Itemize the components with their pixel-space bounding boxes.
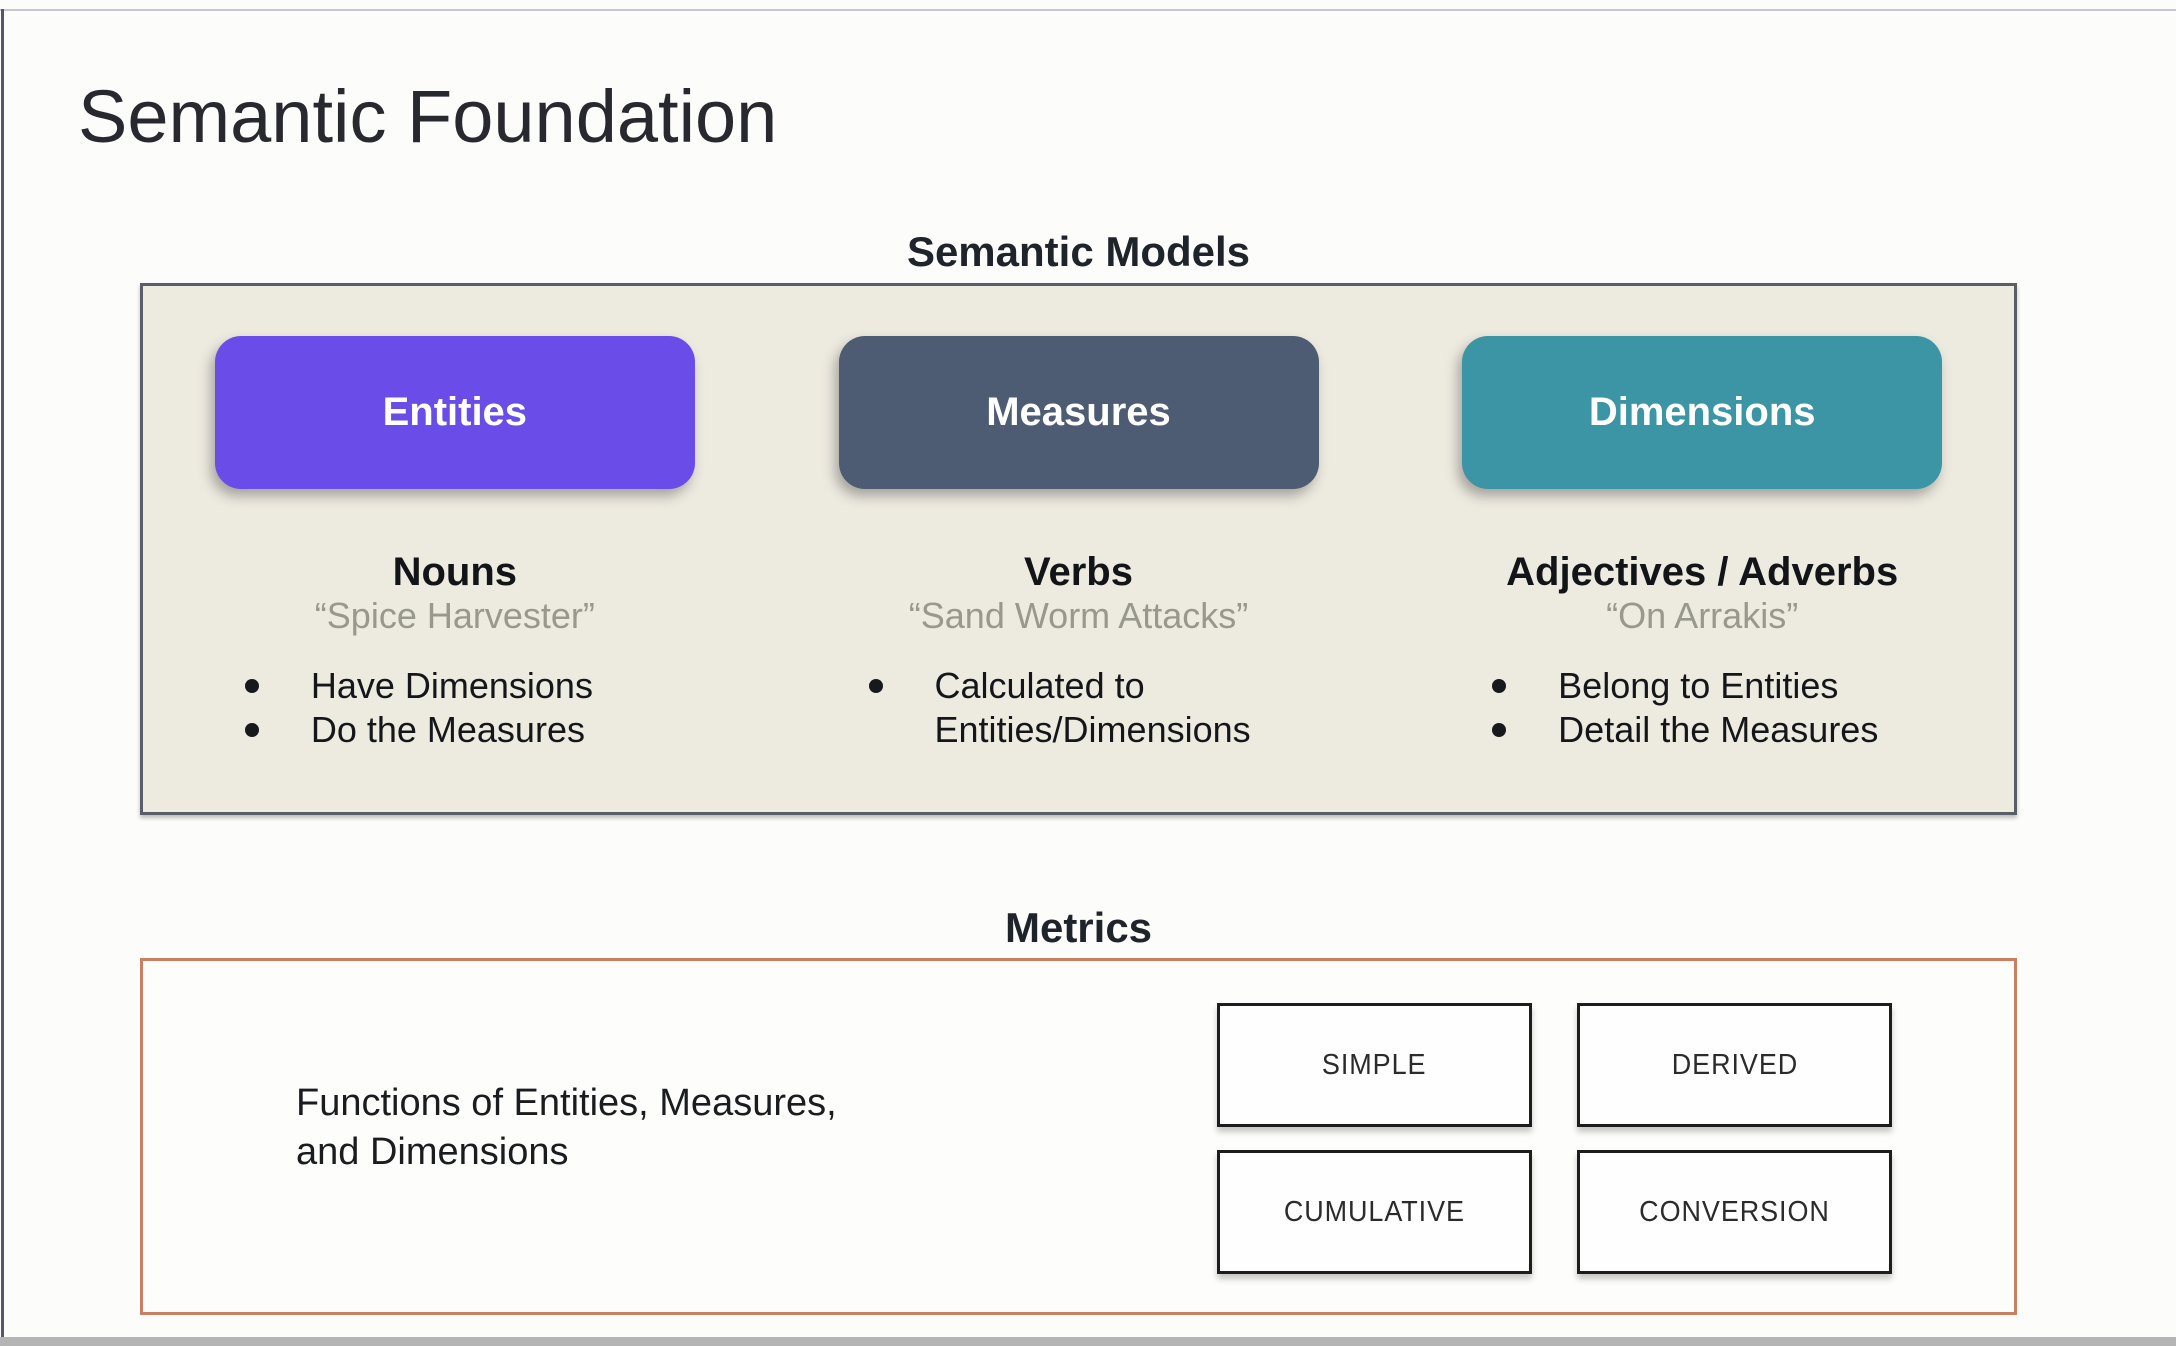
entities-part-of-speech: Nouns — [392, 550, 518, 594]
entities-column: Entities Nouns “Spice Harvester” Have Di… — [143, 286, 767, 812]
list-item: Belong to Entities — [1492, 664, 1912, 708]
measures-pill: Measures — [838, 336, 1319, 489]
metrics-description-line: Functions of Entities, Measures, — [296, 1082, 837, 1124]
window-frame-top — [0, 9, 2176, 11]
metric-box-label: CONVERSION — [1639, 1195, 1830, 1228]
entities-example: “Spice Harvester” — [314, 595, 595, 636]
list-item: Do the Measures — [245, 708, 665, 752]
metric-box-simple: SIMPLE — [1217, 1003, 1532, 1127]
measures-part-of-speech: Verbs — [1024, 550, 1133, 594]
measures-bullet-list: Calculated to Entities/Dimensions — [869, 664, 1289, 752]
metrics-heading: Metrics — [1004, 904, 1153, 951]
dimensions-pill: Dimensions — [1462, 336, 1943, 489]
bottom-edge-strip — [0, 1337, 2176, 1346]
metric-box-cumulative: CUMULATIVE — [1217, 1150, 1532, 1274]
metric-box-label: DERIVED — [1671, 1048, 1798, 1081]
metric-box-derived: DERIVED — [1577, 1003, 1892, 1127]
semantic-models-heading: Semantic Models — [906, 228, 1251, 275]
semantic-models-panel: Entities Nouns “Spice Harvester” Have Di… — [140, 283, 2017, 815]
dimensions-example: “On Arrakis” — [1606, 595, 1799, 636]
list-item: Detail the Measures — [1492, 708, 1912, 752]
dimensions-bullet-list: Belong to Entities Detail the Measures — [1492, 664, 1912, 752]
list-item: Have Dimensions — [245, 664, 665, 708]
metrics-description-line: and Dimensions — [296, 1130, 569, 1173]
metric-box-label: CUMULATIVE — [1283, 1195, 1466, 1228]
metric-box-label: SIMPLE — [1322, 1048, 1427, 1081]
measures-column: Measures Verbs “Sand Worm Attacks” Calcu… — [767, 286, 1391, 812]
entities-bullet-list: Have Dimensions Do the Measures — [245, 664, 665, 752]
measures-example: “Sand Worm Attacks” — [908, 595, 1249, 636]
window-frame-left — [1, 9, 4, 1346]
page-title: Semantic Foundation — [78, 75, 778, 158]
entities-pill: Entities — [214, 336, 695, 489]
metrics-description: Functions of Entities, Measures, and Dim… — [296, 1079, 837, 1176]
list-item: Calculated to Entities/Dimensions — [869, 664, 1289, 752]
metric-types-grid: SIMPLE DERIVED CUMULATIVE CONVERSION — [1217, 1003, 1892, 1274]
metric-box-conversion: CONVERSION — [1577, 1150, 1892, 1274]
metrics-panel: Functions of Entities, Measures, and Dim… — [140, 958, 2017, 1315]
dimensions-part-of-speech: Adjectives / Adverbs — [1506, 550, 1899, 594]
dimensions-column: Dimensions Adjectives / Adverbs “On Arra… — [1390, 286, 2014, 812]
